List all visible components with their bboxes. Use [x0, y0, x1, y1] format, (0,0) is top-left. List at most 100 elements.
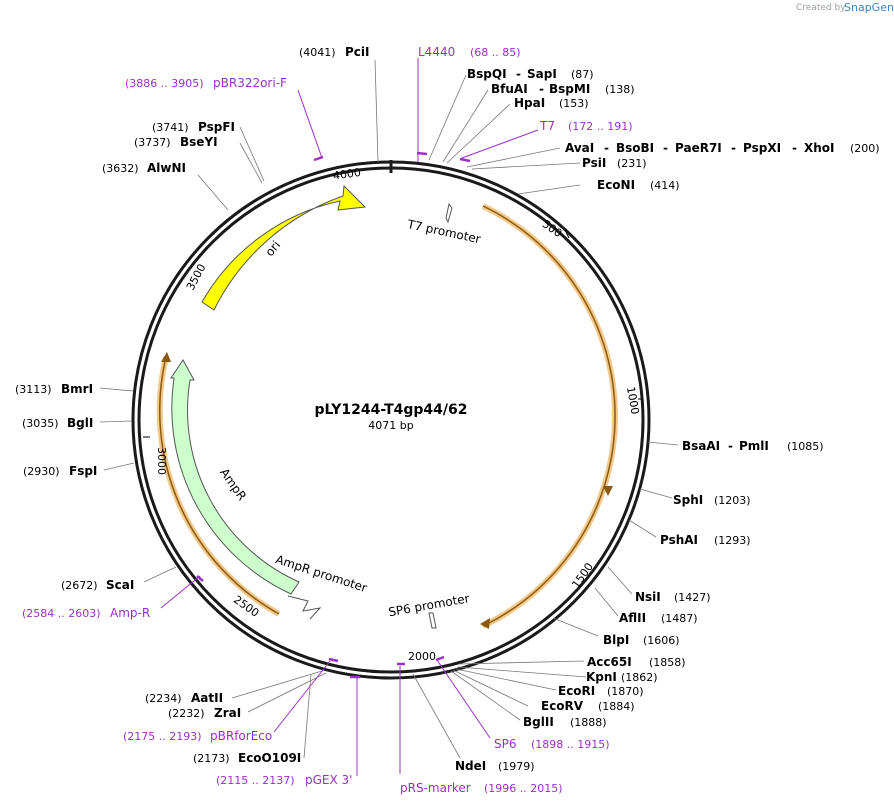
enzyme-name-4: PspXI — [743, 141, 781, 155]
enzyme-pos: (1884) — [598, 700, 635, 713]
primer-name: Amp-R — [110, 606, 150, 620]
primer-pbr322ori-f: (3886 .. 3905) pBR322ori-F — [125, 76, 287, 90]
primer-name: SP6 — [494, 737, 517, 751]
svg-text:-: - — [728, 439, 733, 453]
enzyme-name: Acc65I — [587, 655, 632, 669]
enzyme-pos: (153) — [559, 97, 589, 110]
enzyme-pos: (1870) — [607, 685, 644, 698]
primer-amp-r: (2584 .. 2603) Amp-R — [22, 606, 150, 620]
enzyme-pos: (3741) — [152, 121, 189, 134]
enzyme-bfuai-bspmi: BfuAI - BspMI (138) — [491, 82, 635, 96]
primer-labels: L4440 (68 .. 85) T7 (172 .. 191) SP6 (18… — [22, 45, 633, 795]
enzyme-bgli: (3035) BglI — [22, 416, 93, 430]
enzyme-sphi: SphI (1203) — [673, 493, 751, 507]
orf-arc-right — [481, 203, 619, 629]
enzyme-aflii: AflII (1487) — [619, 611, 698, 625]
credit-brand: SnapGene — [844, 1, 894, 14]
enzyme-pos: (1085) — [787, 440, 824, 453]
enzyme-pos: (2234) — [145, 692, 182, 705]
enzyme-name: BspQI — [467, 67, 507, 81]
enzyme-name: FspI — [69, 464, 97, 478]
svg-text:-: - — [792, 141, 797, 155]
primer-name: pGEX 3' — [305, 773, 352, 787]
enzyme-name: BseYI — [180, 135, 218, 149]
enzyme-pos: (87) — [571, 68, 594, 81]
enzyme-pos: (1888) — [570, 716, 607, 729]
enzyme-name: PshAI — [660, 533, 698, 547]
primer-pgex3: (2115 .. 2137) pGEX 3' — [216, 773, 352, 787]
enzyme-pos: (2232) — [168, 707, 205, 720]
enzyme-aatii: (2234) AatII — [145, 691, 223, 705]
enzyme-name: PspFI — [198, 120, 235, 134]
enzyme-pspfi: (3741) PspFI — [152, 120, 235, 134]
enzyme-pcii: (4041) PciI — [299, 45, 370, 59]
enzyme-pos: (414) — [650, 179, 680, 192]
primer-name: L4440 — [418, 45, 455, 59]
enzyme-name: EcoO109I — [238, 751, 301, 765]
enzyme-avai-group: AvaI - BsoBI - PaeR7I - PspXI - XhoI (20… — [565, 141, 880, 155]
enzyme-pos: (3035) — [22, 417, 59, 430]
snapgene-credit: Created by SnapGene — [796, 1, 894, 14]
enzyme-name: AvaI — [565, 141, 594, 155]
enzyme-pshai: PshAI (1293) — [660, 533, 751, 547]
enzyme-name: KpnI — [586, 670, 617, 684]
primer-pbrforeco: (2175 .. 2193) pBRforEco — [123, 729, 272, 743]
enzyme-name: BglII — [523, 715, 554, 729]
enzyme-psii: PsiI (231) — [582, 156, 647, 170]
enzyme-name: ScaI — [106, 578, 134, 592]
enzyme-name: BsaAI — [682, 439, 720, 453]
enzyme-name-2: BspMI — [549, 82, 590, 96]
tick-4000: 4000 — [332, 166, 362, 183]
enzyme-bsaai-pmli: BsaAI - PmlI (1085) — [682, 439, 824, 453]
primer-name: pBRforEco — [210, 729, 272, 743]
enzyme-pos: (138) — [605, 83, 635, 96]
enzyme-pos: (1606) — [643, 634, 680, 647]
tick-3500: 3500 — [184, 262, 209, 293]
enzyme-pos: (2930) — [23, 465, 60, 478]
primer-name: T7 — [539, 119, 555, 133]
enzyme-pos: (3113) — [15, 383, 52, 396]
tick-3000: 3000 — [155, 447, 168, 475]
orf-arrow-head-right-2 — [480, 618, 490, 629]
enzyme-name-2: BsoBI — [616, 141, 654, 155]
enzyme-pos: (3632) — [102, 162, 139, 175]
ampr-label: AmpR — [217, 466, 249, 503]
enzyme-name: AflII — [619, 611, 646, 625]
enzyme-name: AatII — [191, 691, 223, 705]
enzyme-name: EcoRV — [541, 699, 584, 713]
svg-text:-: - — [731, 141, 736, 155]
svg-text:-: - — [516, 67, 521, 81]
enzyme-fspi: (2930) FspI — [23, 464, 97, 478]
ori-feature — [201, 184, 367, 311]
enzyme-lines — [99, 59, 679, 759]
center-title: pLY1244-T4gp44/62 4071 bp — [314, 402, 467, 432]
enzyme-pos: (2173) — [193, 752, 230, 765]
enzyme-name: NdeI — [455, 759, 486, 773]
enzyme-name: BfuAI — [491, 82, 528, 96]
enzyme-name: AlwNI — [147, 161, 186, 175]
enzyme-name: EcoNI — [597, 178, 635, 192]
primer-range: (2584 .. 2603) — [22, 607, 101, 620]
enzyme-name: HpaI — [514, 96, 545, 110]
enzyme-name: BglI — [67, 416, 93, 430]
enzyme-name-3: PaeR7I — [675, 141, 722, 155]
sp6-promoter-arrow — [428, 612, 437, 629]
enzyme-bglii: BglII (1888) — [523, 715, 607, 729]
enzyme-name: PciI — [345, 45, 370, 59]
enzyme-ecoo109i: (2173) EcoO109I — [193, 751, 301, 765]
primer-range: (68 .. 85) — [470, 46, 521, 59]
ampr-promoter-arrow — [287, 595, 322, 620]
primer-l4440: L4440 (68 .. 85) — [418, 45, 521, 59]
backbone — [131, 160, 651, 680]
plasmid-length: 4071 bp — [368, 419, 413, 432]
enzyme-labels: (4041) PciI BspQI - SapI (87) BfuAI - Bs… — [15, 45, 880, 773]
enzyme-pos: (1203) — [714, 494, 751, 507]
enzyme-bmri: (3113) BmrI — [15, 382, 93, 396]
enzyme-name-2: SapI — [527, 67, 557, 81]
enzyme-name-2: PmlI — [739, 439, 769, 453]
plasmid-name: pLY1244-T4gp44/62 — [314, 402, 467, 418]
enzyme-name: PsiI — [582, 156, 606, 170]
primer-sp6: SP6 (1898 .. 1915) — [494, 737, 610, 751]
primer-lines — [160, 58, 539, 776]
